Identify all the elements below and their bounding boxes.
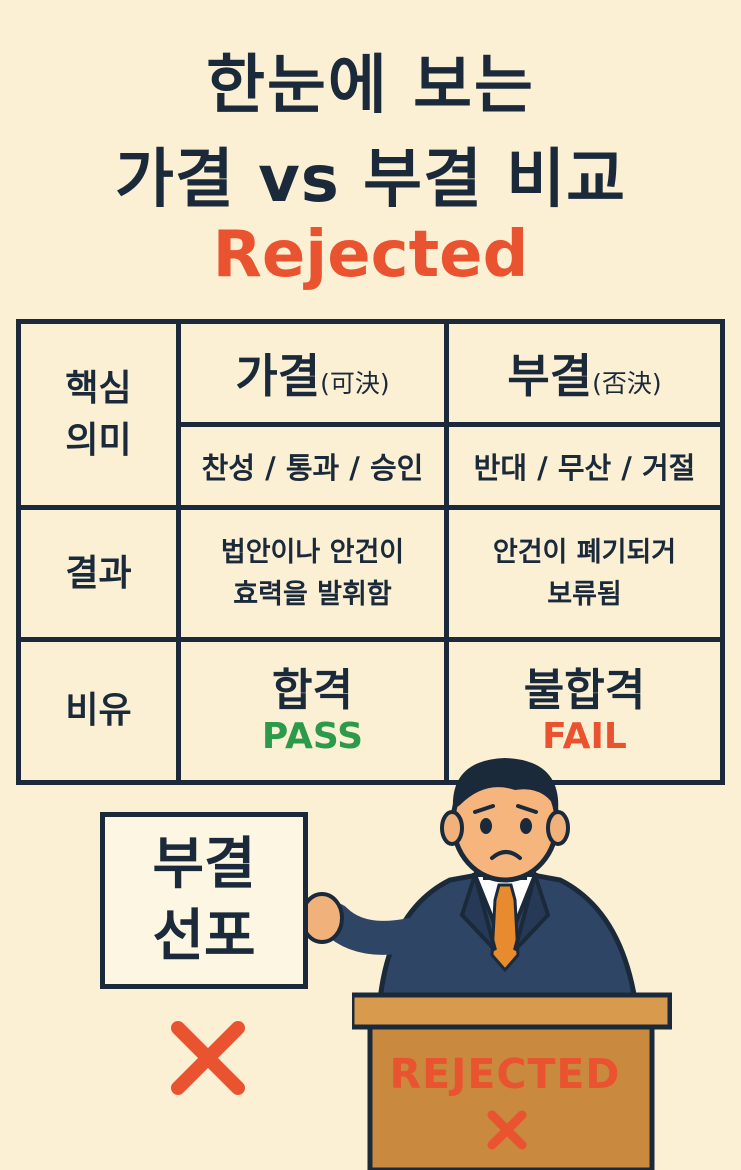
result-pass-line2: 효력을 발휘함	[233, 578, 392, 610]
x-mark-icon	[171, 1021, 245, 1095]
rejection-sign: 부결 선포	[100, 812, 308, 989]
subtitle: Rejected	[212, 218, 529, 292]
podium-x-icon	[487, 1110, 527, 1150]
grid-line	[176, 324, 181, 780]
header-fail: 부결(否決)	[449, 324, 720, 422]
analogy-fail-cell: 불합격 FAIL	[449, 642, 720, 780]
eye-right	[520, 818, 532, 834]
podium	[352, 992, 672, 1170]
header-pass-title: 가결	[235, 349, 321, 403]
header-fail-hanja: (否決)	[592, 369, 662, 398]
result-pass-line1: 법안이나 안건이	[220, 536, 405, 568]
row-label-meaning-line2: 의미	[65, 419, 132, 461]
row-label-result: 결과	[65, 552, 132, 594]
arm	[318, 903, 427, 955]
lapel-left	[459, 867, 497, 952]
result-pass-cell: 법안이나 안건이 효력을 발휘함	[181, 510, 444, 637]
podium-label: REJECTED	[389, 1050, 621, 1098]
mouth	[490, 850, 522, 860]
hair	[452, 758, 559, 812]
row-label-meaning-line1: 핵심	[65, 367, 132, 409]
hand	[300, 892, 344, 944]
result-fail-cell: 안건이 폐기되거 보류됨	[449, 510, 720, 637]
ear-right	[546, 810, 570, 846]
result-fail-line1: 안건이 폐기되거	[492, 536, 677, 568]
row-label-analogy: 비유	[65, 690, 132, 731]
official-illustration	[300, 758, 638, 1003]
comparison-table: 핵심 의미 결과 비유 가결(可決) 부결(否決) 찬성 / 통과 / 승인 반…	[16, 319, 725, 785]
title-line-2: 가결 vs 부결 비교	[115, 143, 626, 217]
meaning-pass-cell: 찬성 / 통과 / 승인	[181, 427, 444, 505]
header-fail-title: 부결	[507, 349, 593, 403]
grid-line	[21, 505, 720, 510]
meaning-fail: 반대 / 무산 / 거절	[473, 451, 696, 485]
eyebrow-left	[473, 804, 495, 814]
row-label-result-cell: 결과	[21, 510, 176, 637]
row-label-analogy-cell: 비유	[21, 642, 176, 780]
grid-line	[444, 324, 449, 780]
tie	[490, 883, 520, 973]
analogy-pass-en: PASS	[261, 715, 364, 757]
row-label-meaning: 핵심 의미	[21, 324, 176, 505]
ear-left	[440, 810, 464, 846]
podium-body	[367, 1024, 655, 1170]
header-pass: 가결(可決)	[181, 324, 444, 422]
grid-line	[21, 637, 720, 642]
grid-line	[176, 422, 720, 427]
result-fail-line2: 보류됨	[547, 578, 622, 610]
title-line-1: 한눈에 보는	[206, 49, 535, 123]
lapel-right	[513, 867, 551, 952]
sign-line2: 선포	[152, 903, 256, 969]
analogy-pass-ko: 합격	[272, 664, 353, 716]
podium-top	[352, 992, 672, 1030]
sign-line1: 부결	[152, 831, 256, 897]
meaning-pass: 찬성 / 통과 / 승인	[201, 451, 424, 485]
header-pass-hanja: (可決)	[320, 369, 390, 398]
analogy-fail-ko: 불합격	[523, 664, 646, 716]
eye-left	[480, 818, 492, 834]
eyebrow-right	[516, 804, 538, 814]
meaning-fail-cell: 반대 / 무산 / 거절	[449, 427, 720, 505]
analogy-fail-en: FAIL	[542, 715, 627, 757]
analogy-pass-cell: 합격 PASS	[181, 642, 444, 780]
